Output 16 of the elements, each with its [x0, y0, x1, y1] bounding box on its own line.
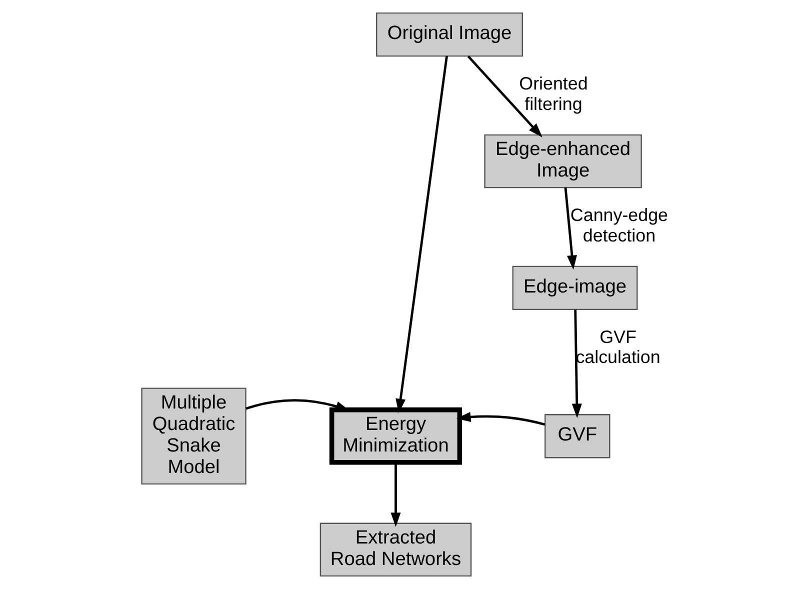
- node-box: Original Image: [376, 12, 524, 57]
- node-box: Edge-image: [512, 266, 638, 310]
- arrow: [396, 56, 448, 414]
- edge-label: GVF calculation: [576, 326, 660, 368]
- arrow: [456, 412, 546, 426]
- arrow: [564, 187, 577, 270]
- edge-label: Oriented filtering: [519, 74, 588, 114]
- node-box: Edge-enhanced Image: [484, 134, 642, 188]
- arrow: [467, 55, 542, 138]
- node-box: Extracted Road Networks: [320, 522, 472, 577]
- edge-label: Canny-edge detection: [570, 205, 668, 246]
- node-box: Energy Minimization: [329, 407, 462, 465]
- arrow: [572, 310, 582, 418]
- node-box: Multiple Quadratic Snake Model: [141, 388, 246, 485]
- arrow: [390, 462, 401, 527]
- node-box: GVF: [544, 414, 610, 458]
